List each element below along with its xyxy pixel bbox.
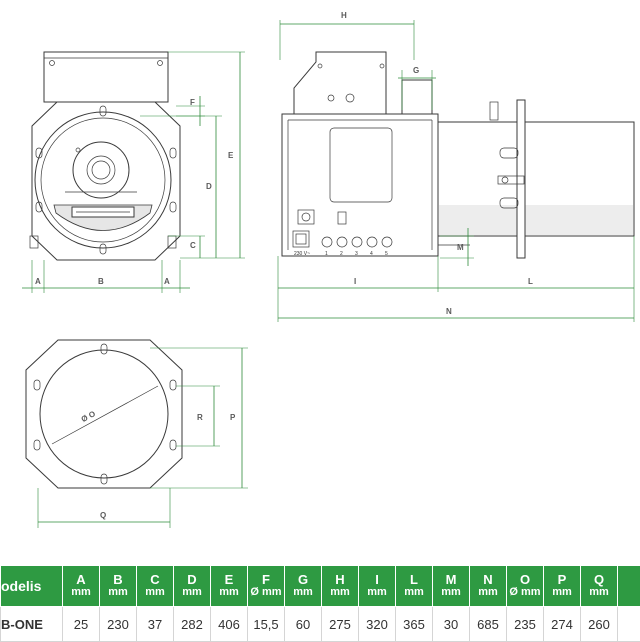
column-code: M xyxy=(433,573,469,586)
dim-label-m: M xyxy=(457,243,464,252)
table-cell: 406 xyxy=(211,607,248,642)
table-cell: 260 xyxy=(581,607,618,642)
dim-label-r: R xyxy=(197,413,203,422)
column-unit: mm xyxy=(359,586,395,599)
column-code: P xyxy=(544,573,580,586)
column-code: A xyxy=(63,573,99,586)
column-code: H xyxy=(322,573,358,586)
fan-intake-circle xyxy=(73,142,129,198)
table-cell: 320 xyxy=(359,607,396,642)
table-cell: 282 xyxy=(174,607,211,642)
dim-label-p: P xyxy=(230,413,236,422)
dim-label-a-left: A xyxy=(35,277,41,286)
column-unit: Ø mm xyxy=(248,586,284,599)
column-unit: mm xyxy=(63,586,99,599)
socket-label-4: 4 xyxy=(370,251,373,257)
table-cell: 685 xyxy=(470,607,507,642)
column-code: E xyxy=(211,573,247,586)
column-code: L xyxy=(396,573,432,586)
table-cell: 274 xyxy=(544,607,581,642)
flange-view: Ø O R P Q xyxy=(26,340,248,528)
dim-label-g: G xyxy=(413,66,419,75)
dim-label-l: L xyxy=(528,277,533,286)
socket-label-3: 3 xyxy=(355,251,358,257)
column-code: Q xyxy=(581,573,617,586)
column-unit: mm xyxy=(581,586,617,599)
table-cell: 30 xyxy=(433,607,470,642)
table-cell: 365 xyxy=(396,607,433,642)
voltage-label: 230 V~ xyxy=(294,251,310,257)
column-unit: mm xyxy=(285,586,321,599)
column-code: N xyxy=(470,573,506,586)
column-header-extra xyxy=(618,566,640,607)
column-unit: mm xyxy=(396,586,432,599)
dim-label-f: F xyxy=(190,98,195,107)
flange-opening xyxy=(40,350,168,478)
table-cell: 37 xyxy=(137,607,174,642)
dim-label-q: Q xyxy=(100,511,106,520)
column-unit: mm xyxy=(322,586,358,599)
table-cell: 230 xyxy=(100,607,137,642)
column-unit: mm xyxy=(211,586,247,599)
side-view: 230 V~ 1 2 3 4 5 H G M xyxy=(278,11,634,322)
table-cell: 235 xyxy=(507,607,544,642)
column-code: B xyxy=(100,573,136,586)
table-cell: 25 xyxy=(63,607,100,642)
column-unit: mm xyxy=(100,586,136,599)
burner-body xyxy=(282,114,438,256)
technical-drawing: E D F C A B A xyxy=(0,0,640,565)
column-unit: mm xyxy=(433,586,469,599)
column-code: O xyxy=(507,573,543,586)
socket-label-2: 2 xyxy=(340,251,343,257)
dim-label-h: H xyxy=(341,11,347,20)
dim-label-e: E xyxy=(228,151,234,160)
column-code: F xyxy=(248,573,284,586)
dim-label-d: D xyxy=(206,182,212,191)
table-cell: 275 xyxy=(322,607,359,642)
table-cell: 15,5 xyxy=(248,607,285,642)
column-unit: mm xyxy=(174,586,210,599)
column-code: C xyxy=(137,573,173,586)
motor-housing xyxy=(44,52,168,102)
table-cell: 60 xyxy=(285,607,322,642)
column-unit: mm xyxy=(544,586,580,599)
dim-label-c: C xyxy=(190,241,196,250)
column-unit: mm xyxy=(470,586,506,599)
socket-label-1: 1 xyxy=(325,251,328,257)
model-name-cell: B-ONE xyxy=(1,607,63,642)
column-code: G xyxy=(285,573,321,586)
dim-label-i: I xyxy=(354,277,356,286)
column-unit: Ø mm xyxy=(507,586,543,599)
column-code: I xyxy=(359,573,395,586)
dim-label-n: N xyxy=(446,307,452,316)
model-column-header: odelis xyxy=(1,566,63,607)
dim-label-a-right: A xyxy=(164,277,170,286)
column-unit: mm xyxy=(137,586,173,599)
dim-label-b: B xyxy=(98,277,104,286)
socket-label-5: 5 xyxy=(385,251,388,257)
column-code: D xyxy=(174,573,210,586)
front-view: E D F C A B A xyxy=(22,52,245,293)
table-cell xyxy=(618,607,640,642)
